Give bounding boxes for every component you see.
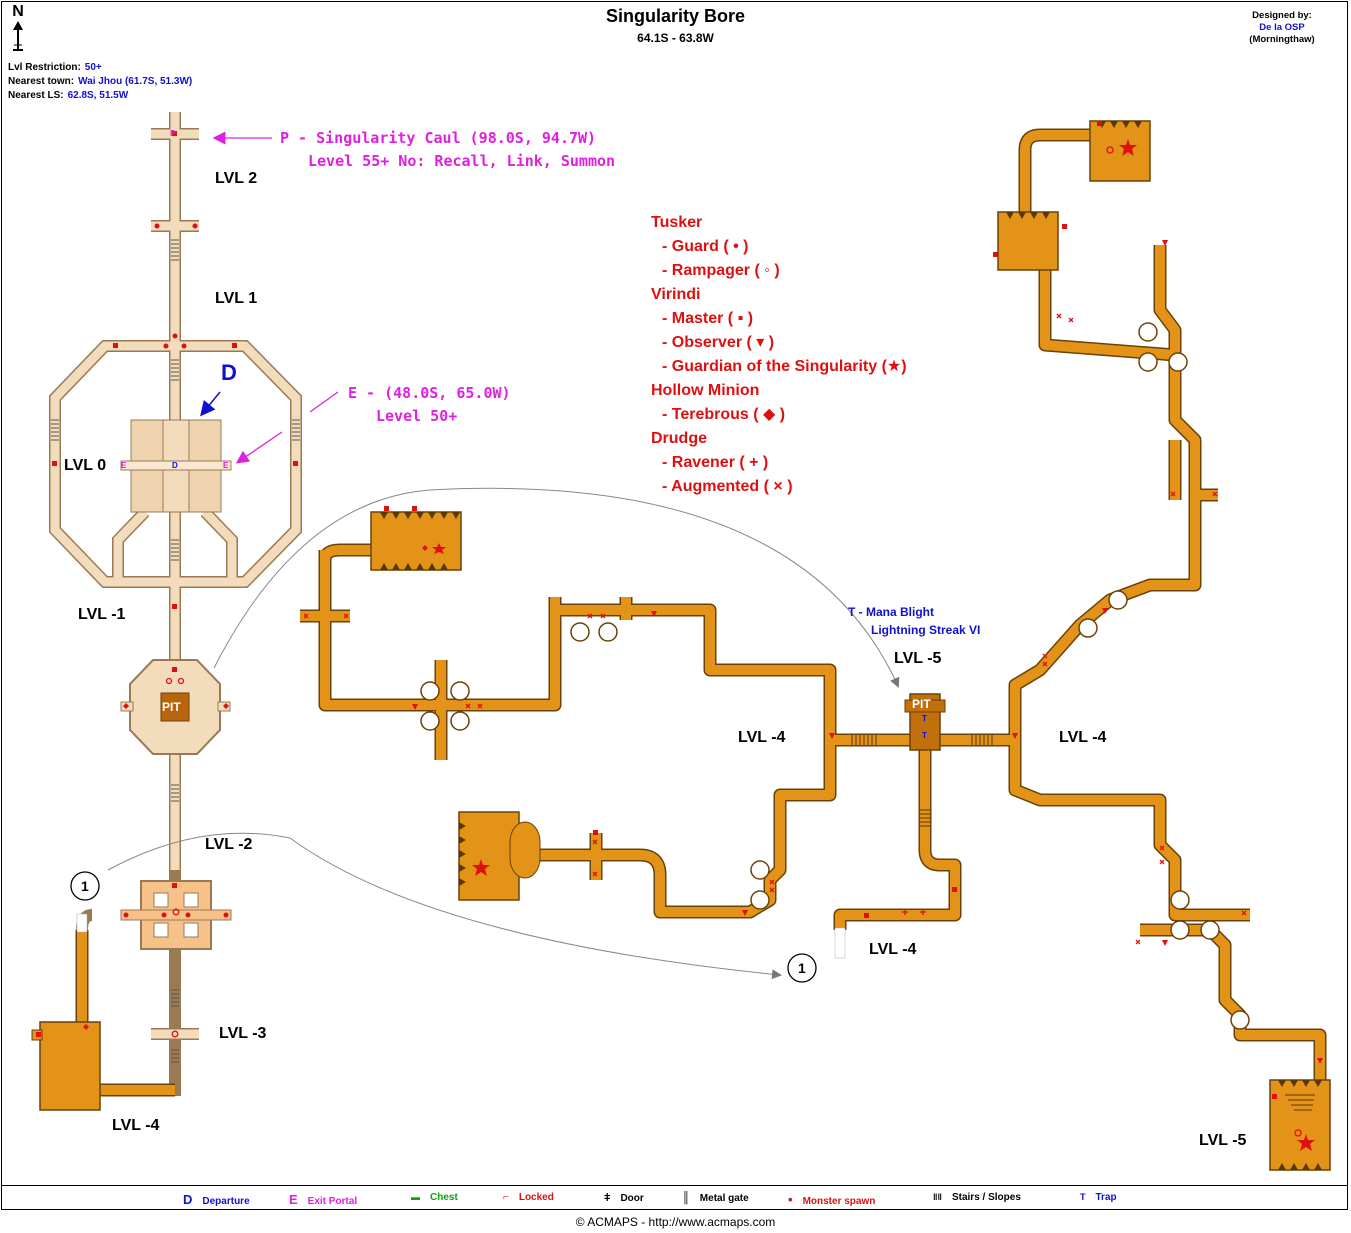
trap-info: T - Mana Blight Lightning Streak VI	[848, 603, 980, 639]
pit-label-lower: PIT	[912, 697, 931, 711]
key-locked: ⌐Locked	[503, 1192, 554, 1203]
trap-info-2: Lightning Streak VI	[871, 623, 981, 637]
copyright-footer: © ACMAPS - http://www.acmaps.com	[575, 1215, 776, 1229]
legend-terebrous: - Terebrous ( ◆ )	[662, 406, 786, 423]
level-label-m5-center: LVL -5	[894, 650, 942, 667]
connector-lines	[107, 131, 900, 980]
legend-drudge: Drudge	[651, 430, 707, 447]
level-label-m4-south: LVL -4	[869, 941, 917, 958]
legend-hollow-minion: Hollow Minion	[651, 382, 760, 399]
trap-marker: T	[922, 731, 927, 740]
teleport-marker-west: 1	[81, 878, 89, 894]
designed-by-label: Designed by:	[1252, 10, 1312, 21]
departure-small-marker: D	[172, 461, 178, 470]
level-label-m2: LVL -2	[205, 836, 253, 853]
locked-key-icon: ⌐	[503, 1192, 509, 1203]
portal-p-info-2: Level 55+ No: Recall, Link, Summon	[308, 152, 616, 170]
dungeon-info: Lvl Restriction:50+ Nearest town:Wai Jho…	[8, 61, 192, 103]
level-label-m4-east: LVL -4	[1059, 729, 1107, 746]
level-label-m3: LVL -3	[219, 1025, 267, 1042]
nearest-town-label: Nearest town:	[8, 76, 75, 87]
lvl-restriction-value: 50+	[84, 62, 102, 73]
spawn-rooms	[31, 120, 1331, 1171]
level-label-2: LVL 2	[215, 170, 258, 187]
map-coordinates: 64.1S - 63.8W	[637, 31, 714, 45]
legend-tusker: Tusker	[651, 214, 703, 231]
legend-augmented: - Augmented ( × )	[662, 478, 793, 495]
north-label: N	[12, 3, 24, 20]
stairs-key-icon: ‖‖	[933, 1192, 942, 1202]
level-label-m5-east: LVL -5	[1199, 1132, 1247, 1149]
trap-key-icon: T	[1080, 1192, 1086, 1202]
legend-guardian: - Guardian of the Singularity (★)	[662, 358, 907, 375]
level-label-1: LVL 1	[215, 290, 258, 307]
key-monster-spawn: •Monster spawn	[788, 1192, 876, 1207]
exit-portal-key-icon: E	[289, 1192, 298, 1207]
portal-p-marker: P	[170, 129, 176, 138]
key-stairs: ‖‖Stairs / Slopes	[933, 1192, 1021, 1203]
key-chest: ▬Chest	[411, 1192, 458, 1203]
trap-info-1: T - Mana Blight	[848, 605, 934, 619]
level-label-m1: LVL -1	[78, 606, 126, 623]
designer-name: De la OSP	[1259, 22, 1305, 33]
designer-alias: (Morningthaw)	[1249, 34, 1315, 45]
monster-legend: Tusker - Guard ( • ) - Rampager ( ◦ ) Vi…	[651, 211, 907, 499]
monster-spawn-markers	[36, 121, 1323, 1151]
nearest-ls-label: Nearest LS:	[8, 90, 64, 101]
lvl-restriction-label: Lvl Restriction:	[8, 62, 81, 73]
legend-observer: - Observer ( ▾ )	[662, 334, 775, 351]
chest-key-icon: ▬	[411, 1192, 420, 1202]
departure-key-icon: D	[183, 1192, 193, 1207]
legend-virindi: Virindi	[651, 286, 701, 303]
portal-e-info-1: E - (48.0S, 65.0W)	[348, 384, 511, 402]
map-key-bar	[1, 1185, 1348, 1211]
nearest-ls-value: 62.8S, 51.5W	[67, 90, 129, 101]
metal-gate-key-icon: ║	[682, 1192, 690, 1204]
teleport-marker-east: 1	[798, 960, 806, 976]
departure-marker: D	[221, 360, 237, 385]
portal-p-info-1: P - Singularity Caul (98.0S, 94.7W)	[280, 129, 597, 147]
nearest-town-value: Wai Jhou (61.7S, 51.3W)	[78, 76, 193, 87]
level-label-m4-west: LVL -4	[112, 1117, 160, 1134]
legend-master: - Master ( ▪ )	[662, 310, 754, 327]
designer-credit: Designed by: De la OSP (Morningthaw)	[1227, 10, 1337, 46]
map-title: Singularity Bore	[605, 6, 746, 26]
legend-guard: - Guard ( • )	[662, 238, 749, 255]
door-key-icon: ǂ	[604, 1192, 611, 1204]
legend-rampager: - Rampager ( ◦ )	[662, 262, 780, 279]
level-label-0: LVL 0	[64, 457, 107, 474]
level-label-m4-center: LVL -4	[738, 729, 786, 746]
portal-e-info-2: Level 50+	[376, 407, 458, 425]
exit-portal-marker-west: E	[121, 461, 127, 470]
north-arrow-icon: N	[7, 4, 29, 52]
legend-ravener: - Ravener ( + )	[662, 454, 769, 471]
key-metal-gate: ║Metal gate	[682, 1192, 749, 1204]
trap-marker: T	[922, 714, 927, 723]
exit-portal-marker-east: E	[223, 461, 229, 470]
pit-label: PIT	[162, 700, 181, 714]
spawn-key-icon: •	[788, 1192, 793, 1207]
